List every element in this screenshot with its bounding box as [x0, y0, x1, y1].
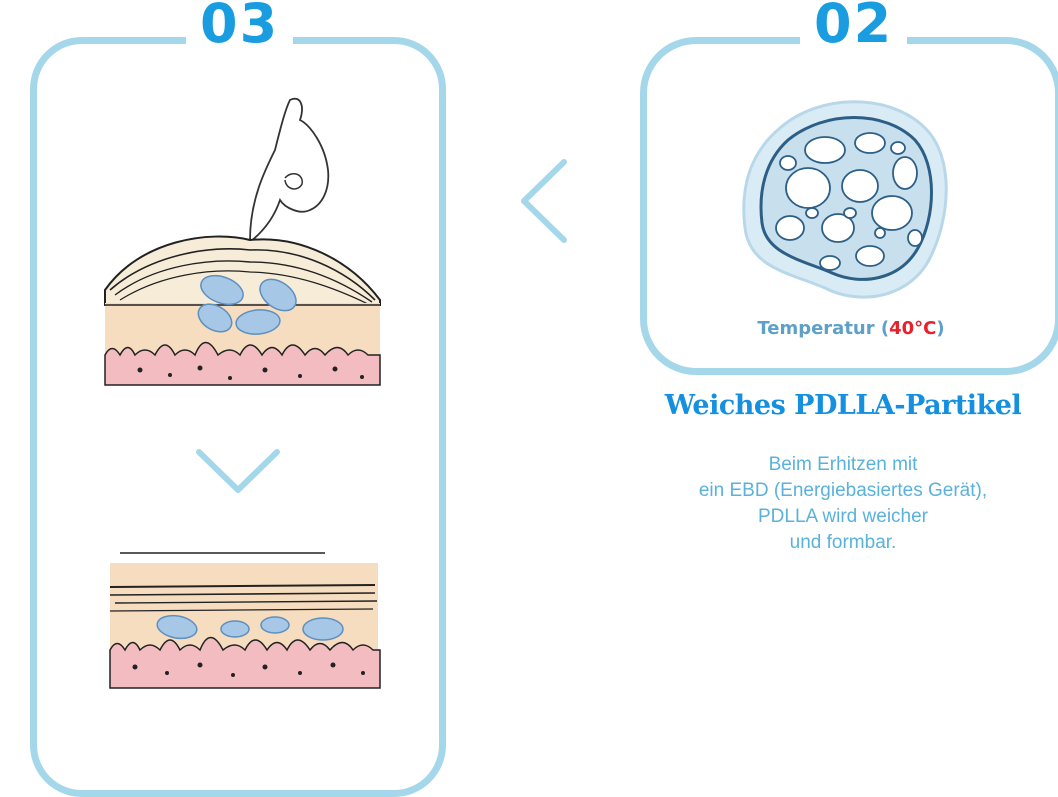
step-02-number: 02: [800, 0, 907, 54]
step-03-number: 03: [186, 0, 293, 54]
skin-press-illustration: [100, 90, 390, 410]
temperature-label: Temperatur (40°C): [640, 318, 1058, 339]
finger-pointing-icon: [250, 99, 328, 242]
description-line: ein EBD (Energiebasiertes Gerät),: [628, 478, 1058, 504]
description-line: Beim Erhitzen mit: [628, 452, 1058, 478]
temperature-suffix: ): [936, 318, 944, 339]
step-02-heading: Weiches PDLLA-Partikel: [628, 390, 1058, 421]
description-line: PDLLA wird weicher: [628, 504, 1058, 530]
temperature-prefix: Temperatur (: [757, 318, 889, 339]
skin-flat-illustration: [105, 545, 385, 695]
pdlla-particle-icon: [730, 88, 960, 313]
description-line: und formbar.: [628, 530, 1058, 556]
temperature-value: 40°C: [889, 318, 936, 339]
chevron-left-icon: [518, 158, 570, 244]
step-02-description: Beim Erhitzen mit ein EBD (Energiebasier…: [628, 452, 1058, 556]
chevron-down-icon: [195, 448, 281, 496]
